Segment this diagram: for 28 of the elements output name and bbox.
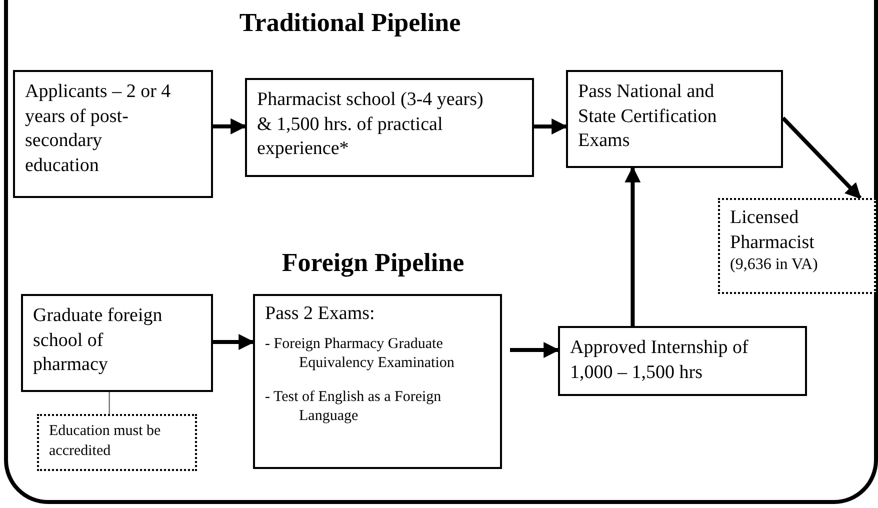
- box-label: Applicants – 2 or 4 years of post-secondary education: [25, 80, 171, 178]
- connector-line: [108, 392, 110, 414]
- box-label: Education must be accredited: [49, 422, 162, 460]
- box-label: Licensed Pharmacist: [730, 206, 816, 255]
- process-box: [21, 294, 213, 392]
- box-label: Approved Internship of 1,000 – 1,500 hrs: [570, 336, 750, 385]
- arrow: [213, 118, 247, 134]
- arrow: [624, 166, 641, 326]
- count-note: (9,636 in VA): [730, 255, 819, 276]
- section-heading: Foreign Pipeline: [282, 248, 464, 278]
- dotted-box: [718, 198, 876, 294]
- process-box: [558, 326, 807, 396]
- dotted-box: [37, 414, 197, 471]
- section-heading: Traditional Pipeline: [239, 8, 461, 38]
- process-box: [253, 294, 502, 469]
- arrow: [782, 116, 862, 200]
- list-item: - Foreign Pharmacy Graduate Equivalency Examination: [265, 334, 456, 374]
- box-label: Graduate foreign school of pharmacy: [33, 304, 164, 378]
- box-heading: Pass 2 Exams:: [265, 302, 376, 326]
- arrow: [534, 118, 568, 134]
- box-label: Pass National and State Certification Exams: [578, 80, 718, 154]
- process-box: [13, 70, 213, 198]
- box-label: Pharmacist school (3-4 years) & 1,500 hrs. of practical experience*: [257, 88, 484, 162]
- arrow: [510, 342, 560, 358]
- list-item: - Test of English as a Foreign Language: [265, 388, 442, 426]
- arrow: [213, 334, 255, 350]
- process-box: [245, 78, 534, 177]
- process-box: [566, 70, 783, 168]
